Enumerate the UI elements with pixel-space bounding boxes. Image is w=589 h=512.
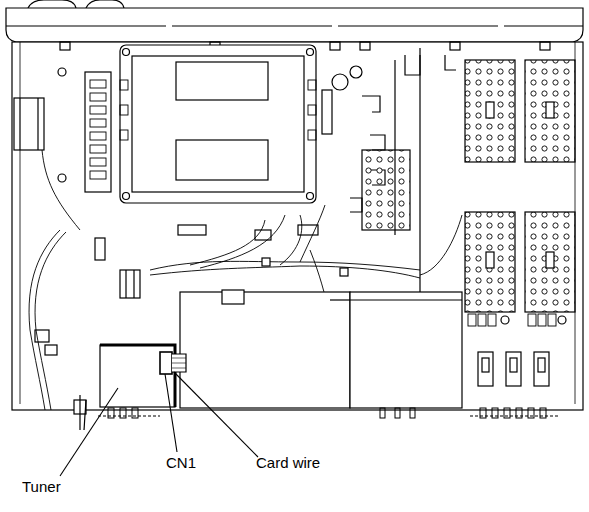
part-label: CN1: [166, 455, 196, 470]
leader-lines: [60, 372, 258, 476]
part-label: Card wire: [256, 455, 320, 470]
part-label: Tuner: [22, 479, 61, 494]
